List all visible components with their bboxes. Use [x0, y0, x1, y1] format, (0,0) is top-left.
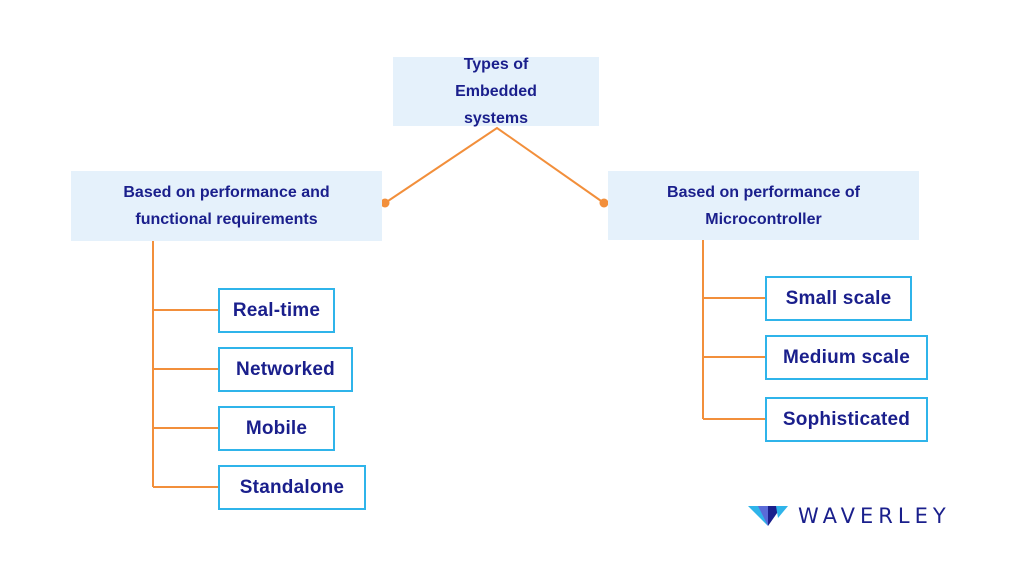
- root-to-left-connector: [384, 126, 605, 204]
- left-connector-dot: [380, 198, 390, 208]
- category-node-label: Based on performance and functional requ…: [123, 184, 330, 228]
- leaf-node: Standalone: [218, 465, 366, 510]
- leaf-node: Small scale: [765, 276, 912, 321]
- category-node-right: Based on performance of Microcontroller: [608, 171, 919, 240]
- category-node-left: Based on performance and functional requ…: [71, 171, 382, 241]
- leaf-label: Real-time: [232, 299, 321, 321]
- leaf-label: Mobile: [245, 417, 308, 439]
- leaf-node: Sophisticated: [765, 397, 928, 442]
- right-connector-dot: [599, 198, 609, 208]
- brand-name: WAVERLEY: [798, 504, 951, 528]
- leaf-node: Real-time: [218, 288, 335, 333]
- root-node-label: Types of Embedded systems: [455, 56, 537, 127]
- waverley-logo-icon: [748, 506, 788, 526]
- leaf-node: Mobile: [218, 406, 335, 451]
- leaf-label: Medium scale: [782, 346, 910, 368]
- leaf-node: Medium scale: [765, 335, 928, 380]
- leaf-node: Networked: [218, 347, 353, 392]
- root-node: Types of Embedded systems: [393, 56, 599, 127]
- leaf-label: Standalone: [239, 476, 345, 498]
- category-node-label: Based on performance of Microcontroller: [667, 183, 860, 228]
- leaf-label: Small scale: [785, 287, 892, 309]
- leaf-label: Sophisticated: [782, 408, 911, 430]
- leaf-label: Networked: [236, 358, 335, 380]
- waverley-logo: WAVERLEY: [748, 503, 951, 529]
